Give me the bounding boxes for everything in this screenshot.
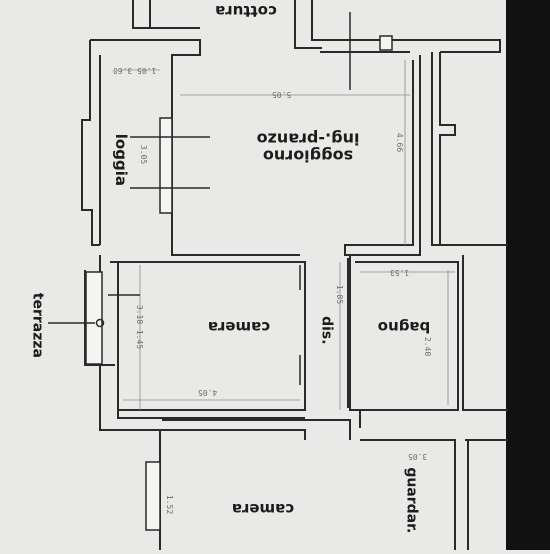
dimension-camera-window-b: 3.18 bbox=[135, 304, 145, 325]
room-label-camera-1: camera bbox=[207, 317, 271, 336]
dimension-pranzo-width: 5.05 bbox=[272, 90, 292, 99]
room-label-terrazza: terrazza bbox=[29, 292, 46, 358]
terrazza-drain bbox=[95, 318, 105, 328]
room-label-cottura: cottura bbox=[215, 1, 277, 20]
room-label-pranzo: soggiorno ing.-pranzo bbox=[238, 129, 378, 166]
room-label-camera-2: camera bbox=[231, 499, 295, 518]
dimension-lines bbox=[120, 60, 455, 410]
tick-lines bbox=[48, 12, 351, 385]
room-label-pranzo-line1: soggiorno bbox=[262, 146, 354, 166]
dimension-loggia-top: 1.05 3.60 bbox=[113, 66, 157, 75]
room-label-bagno: bagno bbox=[377, 317, 431, 336]
room-label-loggia: loggia bbox=[111, 133, 130, 186]
dimension-guardar-width: 3.05 bbox=[408, 452, 428, 461]
dimension-camera-width: 4.05 bbox=[198, 388, 218, 397]
wall-fills bbox=[85, 35, 393, 531]
dimension-bagno-width: 1.53 bbox=[390, 268, 410, 277]
dimension-dis-height: 1.85 bbox=[335, 284, 345, 305]
dimension-camera-window: 1.45 bbox=[135, 329, 145, 350]
dimension-loggia-window: 3.05 bbox=[139, 144, 149, 165]
page-edge bbox=[506, 0, 550, 550]
dimension-camera2-window: 1.52 bbox=[165, 494, 175, 515]
dimension-bagno-height: 2.40 bbox=[423, 336, 433, 357]
room-label-dis: dis. bbox=[318, 316, 335, 345]
room-label-pranzo-line2: ing.-pranzo bbox=[256, 129, 360, 149]
room-label-guardar: guardar. bbox=[403, 467, 420, 534]
dimension-pranzo-height: 4.66 bbox=[395, 132, 405, 153]
